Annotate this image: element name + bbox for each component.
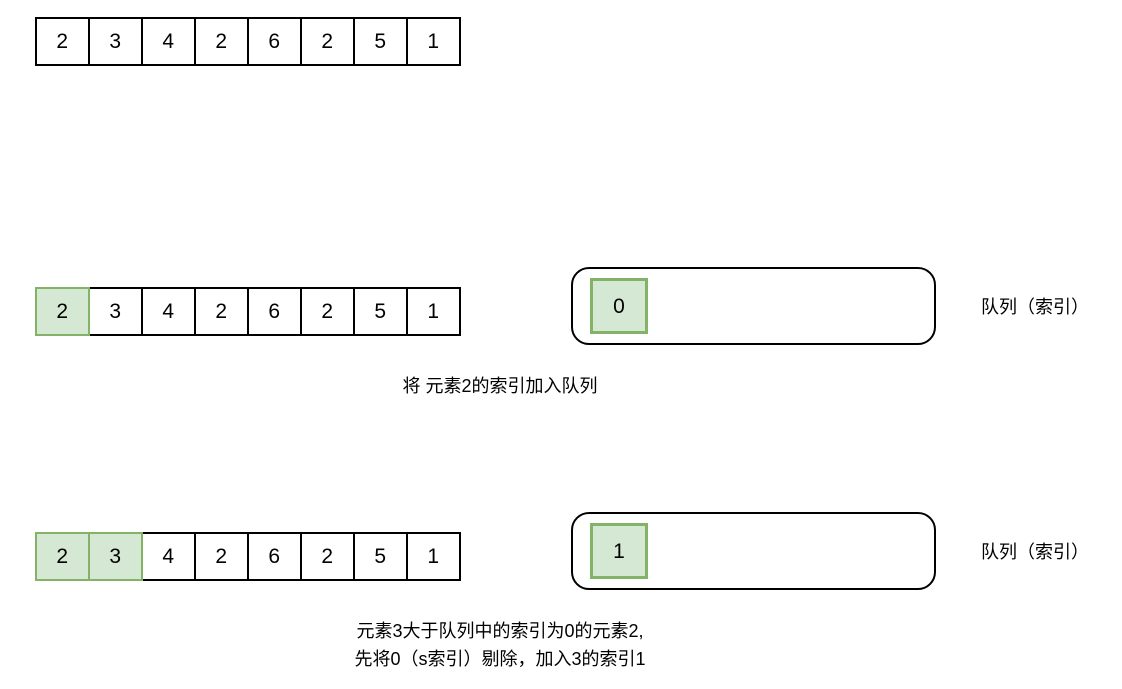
array-cell-highlighted: 2 (35, 532, 90, 581)
array-cell: 2 (300, 17, 355, 66)
queue-box-step-pop-then-push-index-1: 1 (571, 512, 936, 590)
array-row-step-push-index-0: 2 3 4 2 6 2 5 1 (35, 287, 461, 336)
queue-item: 0 (590, 278, 648, 334)
array-cell: 6 (247, 17, 302, 66)
array-cell: 3 (88, 17, 143, 66)
step-caption: 元素3大于队列中的索引为0的元素2, 先将0（s索引）剔除，加入3的索引1 (354, 621, 646, 669)
step-caption: 将 元素2的索引加入队列 (402, 376, 598, 396)
array-cell: 2 (300, 287, 355, 336)
array-cell: 6 (247, 532, 302, 581)
queue-item: 1 (590, 523, 648, 579)
array-cell: 4 (141, 532, 196, 581)
array-cell: 1 (406, 17, 461, 66)
array-cell: 2 (194, 17, 249, 66)
queue-box-step-push-index-0: 0 (571, 267, 936, 345)
array-cell: 5 (353, 532, 408, 581)
array-cell: 6 (247, 287, 302, 336)
array-cell: 3 (88, 287, 143, 336)
array-cell: 2 (35, 17, 90, 66)
array-cell-highlighted: 3 (88, 532, 143, 581)
array-cell: 1 (406, 287, 461, 336)
array-cell-highlighted: 2 (35, 287, 90, 336)
queue-label: 队列（索引） (981, 542, 1089, 562)
array-cell: 2 (194, 532, 249, 581)
array-cell: 1 (406, 532, 461, 581)
queue-label: 队列（索引） (981, 297, 1089, 317)
array-row-initial: 2 3 4 2 6 2 5 1 (35, 17, 461, 66)
array-row-step-pop-then-push-index-1: 2 3 4 2 6 2 5 1 (35, 532, 461, 581)
array-cell: 4 (141, 17, 196, 66)
array-cell: 4 (141, 287, 196, 336)
array-cell: 2 (300, 532, 355, 581)
array-cell: 2 (194, 287, 249, 336)
array-cell: 5 (353, 17, 408, 66)
array-cell: 5 (353, 287, 408, 336)
